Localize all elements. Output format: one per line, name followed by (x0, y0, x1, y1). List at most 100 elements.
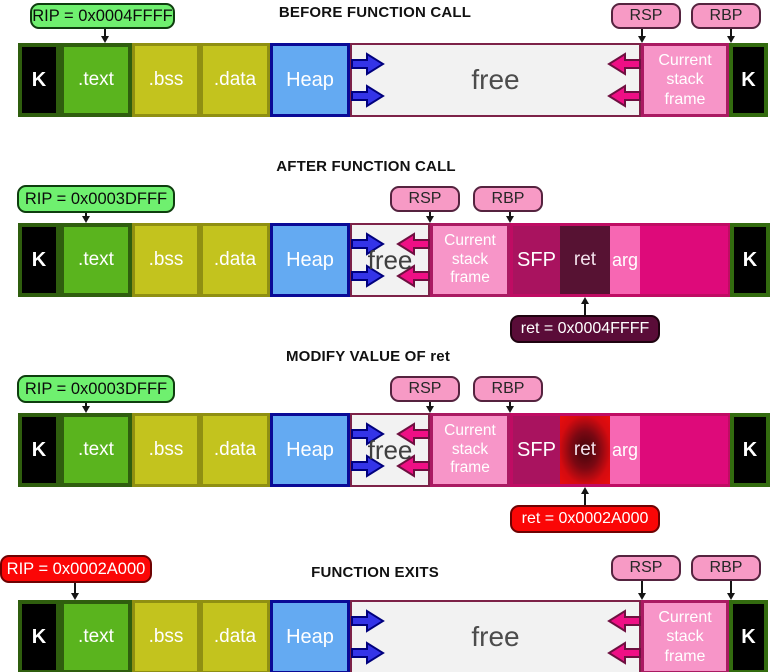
segment-bss: .bss (132, 223, 200, 297)
heap-grow-arrow (351, 454, 385, 478)
segment-text: .text (60, 43, 132, 117)
rsp-label: RSP (390, 186, 460, 212)
rsp-arrow (638, 581, 646, 600)
segment-ret-modified: ret (560, 416, 610, 484)
heap-grow-arrow (351, 52, 385, 76)
heap-grow-arrow (351, 422, 385, 446)
segment-data: .data (200, 43, 270, 117)
segment-free: free (350, 223, 430, 297)
stack-grow-arrow (396, 422, 430, 446)
memory-bar: K .text .bss .data Heap free Current sta… (0, 413, 772, 487)
segment-stack-frame: Current stack frame (641, 43, 729, 117)
rsp-label: RSP (611, 555, 681, 581)
segment-data: .data (200, 223, 270, 297)
segment-bss: .bss (132, 43, 200, 117)
rip-arrow (101, 29, 109, 43)
rip-arrow (82, 213, 90, 223)
rip-label: RIP = 0x0004FFFF (30, 3, 175, 29)
stack-grow-arrow (607, 84, 641, 108)
segment-kernel-left: K (18, 223, 60, 297)
free-label: free (367, 244, 413, 275)
row-title: AFTER FUNCTION CALL (276, 158, 456, 175)
segment-kernel-right: K (729, 43, 768, 117)
stack-grow-arrow (396, 454, 430, 478)
segment-args-region (640, 226, 728, 294)
free-label: free (471, 64, 520, 95)
segment-callee-frame: SFP ret arg (510, 413, 731, 487)
rip-label: RIP = 0x0002A000 (0, 555, 152, 583)
memory-bar: K .text .bss .data Heap free Current sta… (0, 223, 772, 297)
rbp-label: RBP (691, 3, 761, 29)
rbp-label: RBP (691, 555, 761, 581)
segment-heap: Heap (270, 600, 350, 672)
memory-bar: K .text .bss .data Heap free Current sta… (0, 600, 772, 672)
rsp-arrow (426, 402, 434, 413)
free-label: free (367, 434, 413, 465)
rbp-label: RBP (473, 376, 543, 402)
ret-value-label: ret = 0x0004FFFF (510, 315, 660, 343)
ret-value-label: ret = 0x0002A000 (510, 505, 660, 533)
heap-grow-arrow (351, 264, 385, 288)
rbp-label: RBP (473, 186, 543, 212)
segment-kernel-right: K (730, 413, 770, 487)
segment-bss: .bss (132, 600, 200, 672)
segment-heap: Heap (270, 413, 350, 487)
heap-grow-arrow (351, 609, 385, 633)
rip-arrow (71, 583, 79, 600)
segment-kernel-right: K (730, 223, 770, 297)
row-after-call: AFTER FUNCTION CALL RIP = 0x0003DFFF RSP… (0, 155, 772, 350)
segment-free: free (350, 43, 641, 117)
row-title: BEFORE FUNCTION CALL (278, 4, 472, 21)
ret-value-arrow (581, 487, 589, 505)
free-label: free (471, 621, 520, 652)
rbp-arrow (506, 212, 514, 223)
rsp-arrow (638, 29, 646, 43)
segment-stack-frame: Current stack frame (430, 223, 510, 297)
segment-kernel-right: K (729, 600, 768, 672)
segment-callee-frame: SFP ret arg (510, 223, 731, 297)
segment-arg: arg (610, 416, 640, 484)
segment-heap: Heap (270, 223, 350, 297)
segment-kernel-left: K (18, 43, 60, 117)
segment-text: .text (60, 600, 132, 672)
rsp-arrow (426, 212, 434, 223)
rip-arrow (82, 403, 90, 413)
memory-bar: K .text .bss .data Heap free Current sta… (0, 43, 772, 117)
segment-stack-frame: Current stack frame (641, 600, 729, 672)
segment-sfp: SFP (513, 416, 560, 484)
segment-text: .text (60, 223, 132, 297)
rip-label: RIP = 0x0003DFFF (17, 185, 175, 213)
rbp-arrow (727, 29, 735, 43)
rbp-arrow (506, 402, 514, 413)
segment-data: .data (200, 413, 270, 487)
stack-grow-arrow (607, 52, 641, 76)
row-title: FUNCTION EXITS (311, 564, 439, 581)
segment-text: .text (60, 413, 132, 487)
stack-grow-arrow (396, 264, 430, 288)
rbp-arrow (727, 581, 735, 600)
segment-data: .data (200, 600, 270, 672)
row-before-call: BEFORE FUNCTION CALL RIP = 0x0004FFFF RS… (0, 0, 772, 160)
heap-grow-arrow (351, 641, 385, 665)
rip-label: RIP = 0x0003DFFF (17, 375, 175, 403)
segment-arg: arg (610, 226, 640, 294)
segment-kernel-left: K (18, 413, 60, 487)
segment-heap: Heap (270, 43, 350, 117)
stack-grow-arrow (607, 609, 641, 633)
segment-bss: .bss (132, 413, 200, 487)
segment-stack-frame: Current stack frame (430, 413, 510, 487)
rsp-label: RSP (611, 3, 681, 29)
segment-free: free (350, 413, 430, 487)
rsp-label: RSP (390, 376, 460, 402)
segment-free: free (350, 600, 641, 672)
stack-grow-arrow (607, 641, 641, 665)
row-modify-ret: MODIFY VALUE OF ret RIP = 0x0003DFFF RSP… (0, 345, 772, 540)
heap-grow-arrow (351, 84, 385, 108)
segment-kernel-left: K (18, 600, 60, 672)
segment-ret: ret (560, 226, 610, 294)
row-title: MODIFY VALUE OF ret (285, 348, 451, 365)
heap-grow-arrow (351, 232, 385, 256)
stack-grow-arrow (396, 232, 430, 256)
ret-value-arrow (581, 297, 589, 315)
